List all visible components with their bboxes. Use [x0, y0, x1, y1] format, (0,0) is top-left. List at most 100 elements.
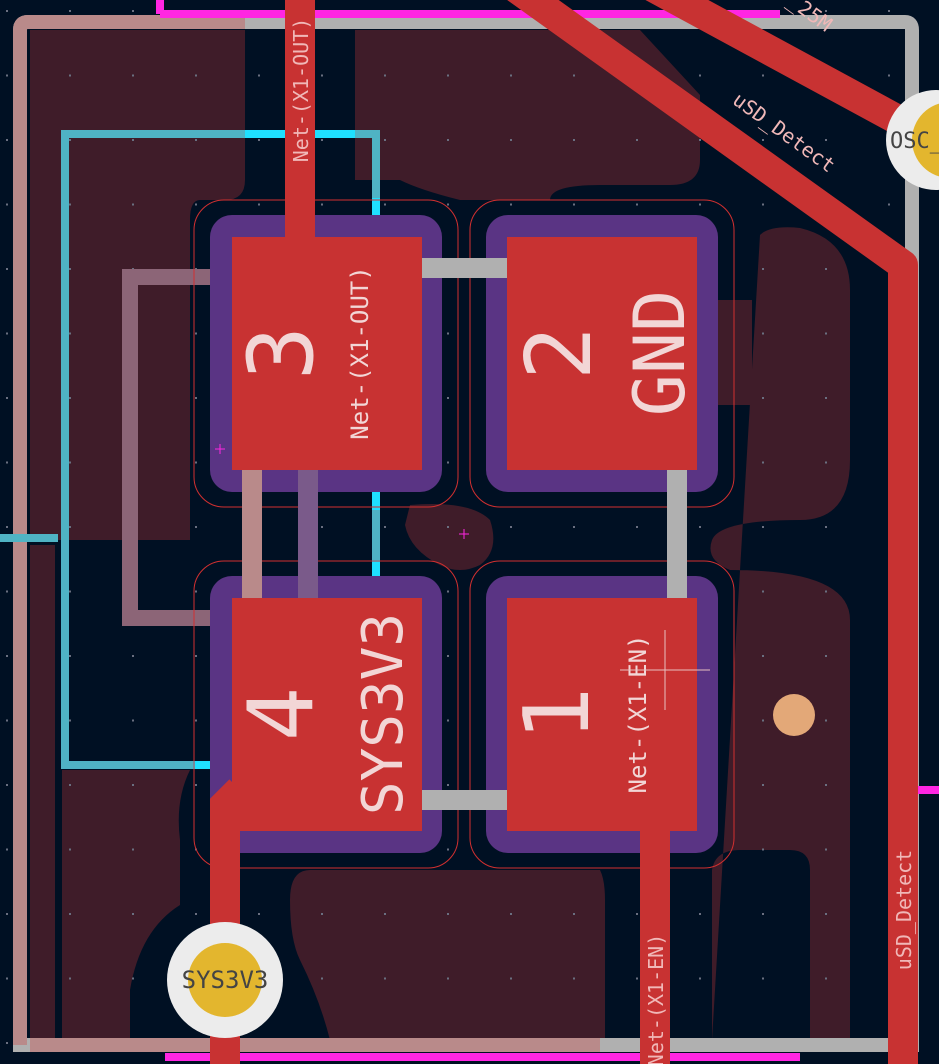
pad-4-net: SYS3V3 [351, 613, 416, 815]
grid-dot [69, 913, 71, 915]
via-sys3v3[interactable]: SYS3V3 [167, 922, 283, 1038]
grid-dot [636, 139, 638, 141]
grid-dot [825, 332, 827, 335]
grid-dot [762, 784, 764, 786]
grid-dot [69, 848, 71, 851]
grid-dot [6, 590, 8, 593]
grid-dot [321, 977, 323, 980]
zone-left-bottom[interactable] [62, 770, 190, 1040]
grid-dot [510, 203, 512, 206]
grid-dot [762, 590, 764, 593]
grid-dot [762, 74, 764, 77]
trace-usd-detect [507, 0, 918, 1064]
zone-right[interactable] [710, 227, 850, 1041]
grid-dot [447, 655, 449, 657]
grid-dot [132, 203, 134, 206]
grid-dot [825, 784, 827, 786]
grid-dot [762, 719, 764, 722]
grid-dot [636, 913, 638, 915]
grid-dot [447, 913, 449, 915]
grid-dot [69, 268, 71, 270]
zone-top[interactable] [355, 30, 700, 200]
grid-dot [825, 526, 827, 528]
grid-dot [825, 655, 827, 657]
grid-dot [69, 74, 71, 77]
grid-dot [6, 203, 8, 206]
pad-2 [507, 237, 697, 470]
courtyards [193, 199, 735, 869]
pads[interactable] [232, 237, 697, 831]
grid-dot [6, 268, 8, 270]
via-sys3v3-label: SYS3V3 [182, 966, 269, 994]
grid-dot [258, 139, 260, 141]
pad-2-net: GND [619, 290, 701, 416]
cursor-crosshair-icon [620, 630, 710, 710]
grid-dot [69, 977, 71, 980]
grid-dot [69, 784, 71, 786]
pad-connections[interactable] [242, 258, 687, 810]
pad-4 [232, 598, 422, 831]
grid-dot [69, 397, 71, 399]
grid-dot [447, 784, 449, 786]
grid-dot [195, 784, 197, 786]
grid-dot [69, 332, 71, 335]
grid-dot [384, 139, 386, 141]
grid-dot [510, 526, 512, 528]
grid-dot [510, 913, 512, 915]
grid-dot [636, 526, 638, 528]
grid-dot [384, 74, 386, 77]
grid-dot [636, 977, 638, 980]
grid-dot [447, 848, 449, 851]
grid-dot [69, 719, 71, 722]
grid-dot [132, 913, 134, 915]
grid-dot [384, 913, 386, 915]
grid-dot [699, 977, 701, 980]
grid-dot [321, 203, 323, 206]
grid-dot [573, 74, 575, 77]
track-label-x1-out: Net-(X1-OUT) [289, 18, 313, 163]
grid-dot [762, 332, 764, 335]
via-osc[interactable]: OSC_ [886, 90, 939, 190]
loop-trace[interactable] [122, 269, 232, 626]
grid-dot [447, 397, 449, 399]
grid-dot [321, 74, 323, 77]
zone-left-strip[interactable] [30, 545, 55, 1040]
pad-4-number: 4 [229, 687, 334, 741]
grid-dot [762, 268, 764, 270]
grid-dot [762, 139, 764, 141]
grid-dot [6, 913, 8, 915]
grid-dot [510, 74, 512, 77]
grid-dot [699, 203, 701, 206]
board-edge [13, 15, 919, 1052]
via-small[interactable] [773, 694, 815, 736]
grid-dot [825, 848, 827, 851]
grid-dot [573, 913, 575, 915]
grid-dot [636, 203, 638, 206]
grid-dot [69, 203, 71, 206]
trace-25m [645, 0, 939, 154]
grid-dot [447, 332, 449, 335]
grid-dot [195, 139, 197, 141]
grid-dot [384, 977, 386, 980]
grid-dot [6, 1042, 8, 1044]
grid-dot [69, 461, 71, 464]
pad-3 [232, 237, 422, 470]
copper-zones [30, 30, 850, 1041]
grid-dot [888, 74, 890, 77]
grid-dot [69, 10, 71, 12]
grid-dot [573, 526, 575, 528]
grid-dot [447, 139, 449, 141]
grid-dot [69, 139, 71, 141]
grid-dot [762, 526, 764, 528]
grid-dot [6, 332, 8, 335]
grid-dot [195, 461, 197, 464]
grid-dot [321, 526, 323, 528]
grid-dot [447, 74, 449, 77]
grid-dot [447, 590, 449, 593]
grid-dot [6, 719, 8, 722]
zone-mid[interactable] [405, 504, 494, 570]
zone-bottom[interactable] [290, 870, 605, 1040]
grid-dot [195, 332, 197, 335]
